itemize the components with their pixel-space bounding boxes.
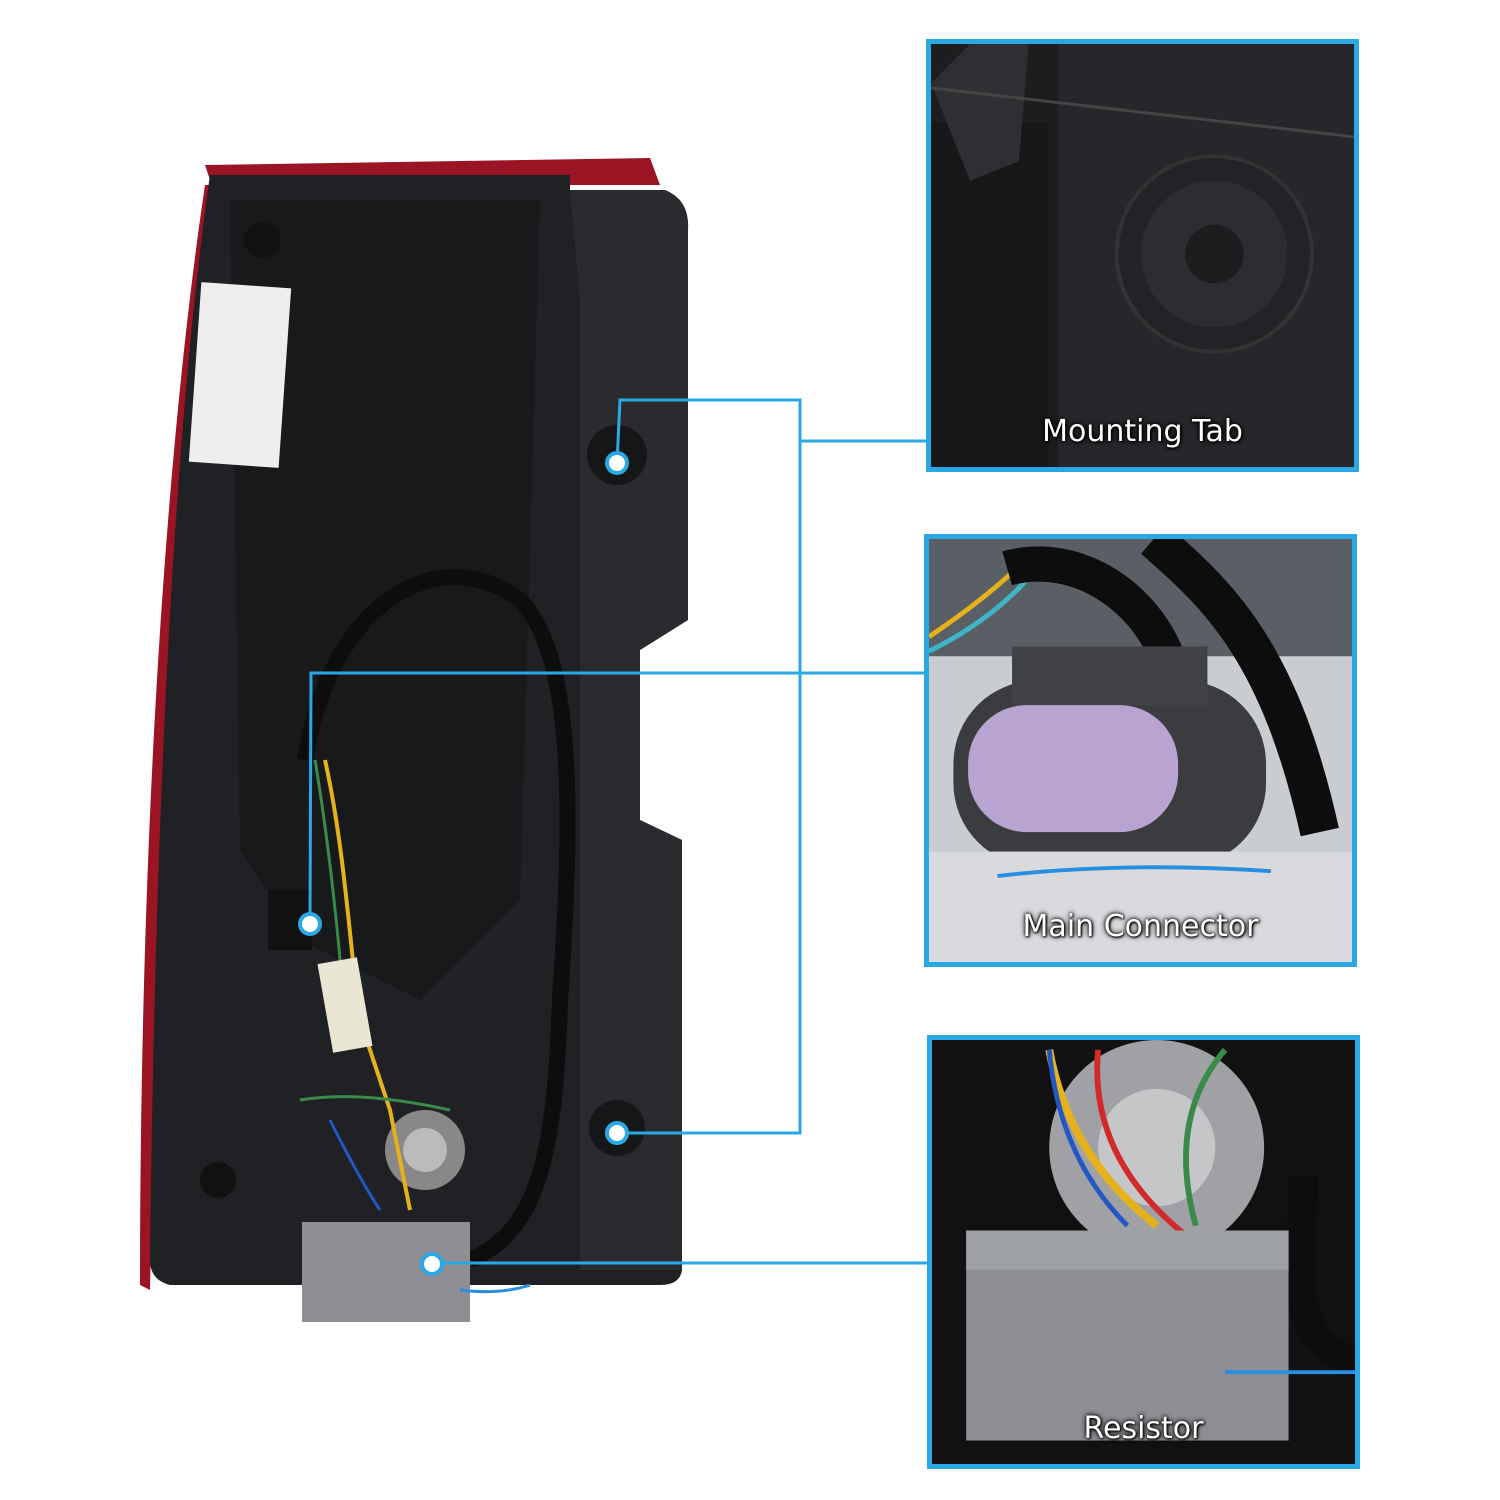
mounting-tab-closeup: [931, 44, 1354, 467]
callout-resistor: Resistor: [927, 1035, 1360, 1469]
product-label-sticker: [188, 282, 292, 468]
callout-main-connector: Main Connector: [924, 534, 1357, 967]
leader-main-connector: [308, 671, 926, 925]
wire-harness: [297, 569, 576, 1268]
callout-label: Mounting Tab: [1042, 414, 1243, 449]
main-connector-closeup: [929, 539, 1352, 962]
resistor-closeup: [966, 1040, 1355, 1441]
callout-dot-mounting-tab-lower: [605, 1121, 629, 1145]
leader-mounting-tab-top: [615, 398, 802, 1135]
callout-label: Main Connector: [1022, 909, 1259, 944]
callout-dot-main-connector: [298, 912, 322, 936]
callout-mounting-tab: Mounting Tab: [926, 39, 1359, 472]
callout-dot-mounting-tab-upper: [605, 451, 629, 475]
callout-dot-resistor: [420, 1252, 444, 1276]
callout-label: Resistor: [1083, 1411, 1204, 1446]
callout-lines: [308, 398, 929, 1265]
resistor-part: [302, 1222, 470, 1322]
